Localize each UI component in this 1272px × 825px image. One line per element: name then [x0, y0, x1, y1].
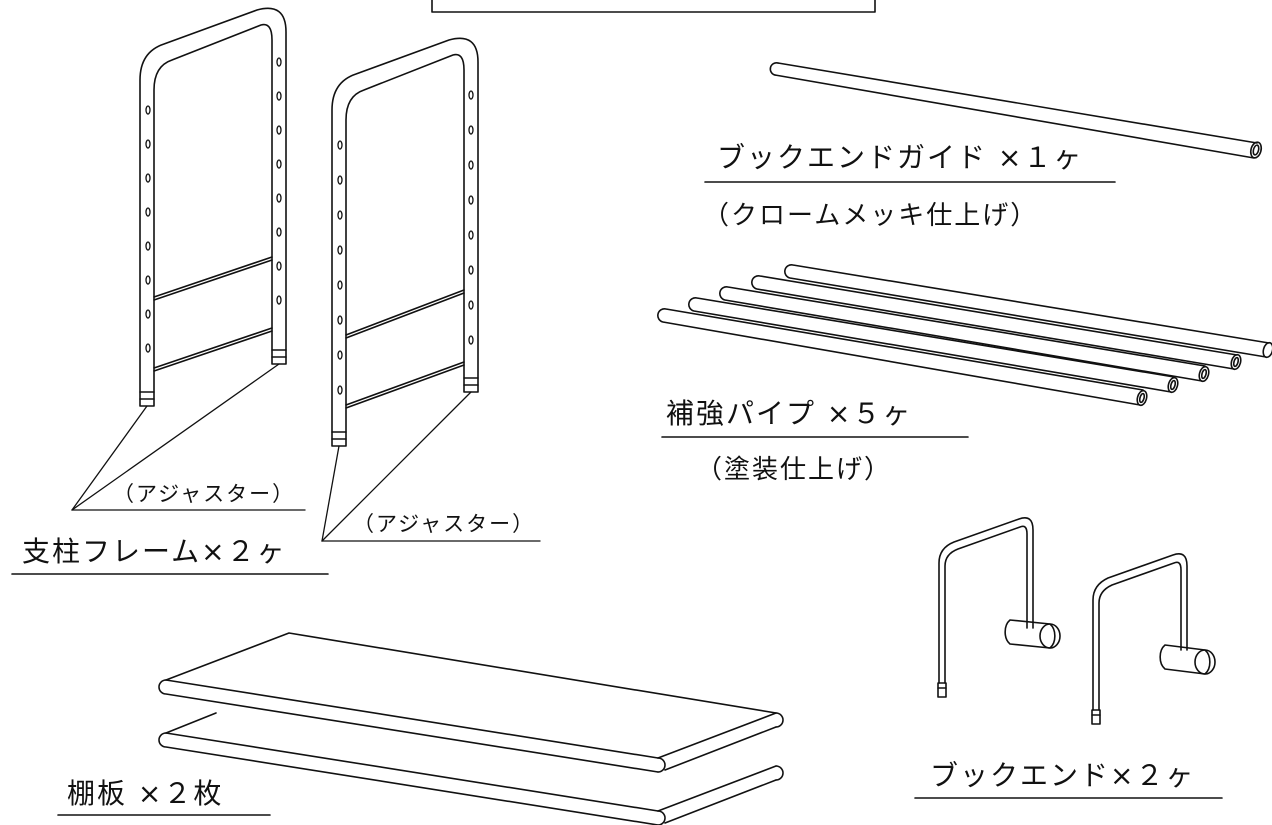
- shelf-board-top: [158, 632, 784, 773]
- adjuster-leaders-right: [321, 391, 541, 542]
- bookend-label: ブックエンド×２ヶ: [930, 759, 1196, 792]
- reinforcing-pipes: [657, 264, 1272, 407]
- bookend-guide-finish-label: （クロームメッキ仕上げ）: [703, 201, 1039, 231]
- bookend-guide: [769, 62, 1263, 159]
- bookend-left: [937, 517, 1061, 698]
- adjuster-leaders-left: [71, 363, 306, 511]
- frame-left: [139, 7, 287, 407]
- adjuster-label-right: （アジャスター）: [353, 512, 536, 536]
- title-box-fragment: [431, 0, 876, 13]
- frame-right: [331, 37, 479, 447]
- frame-left-holes: [145, 57, 282, 353]
- frame-right-holes: [337, 90, 474, 395]
- reinforcing-pipe-label: 補強パイプ ×５ヶ: [666, 397, 913, 430]
- adjuster-label-left: （アジャスター）: [113, 482, 296, 506]
- shelf-label: 棚板 ×２枚: [67, 777, 224, 810]
- reinforcing-pipe-finish-label: （塗装仕上げ）: [696, 455, 893, 485]
- bookend-guide-label: ブックエンドガイド ×１ヶ: [717, 141, 1084, 174]
- frame-label: 支柱フレーム×２ヶ: [22, 535, 287, 568]
- shelf-board-bottom: [158, 712, 784, 825]
- bookend-right: [1091, 553, 1216, 725]
